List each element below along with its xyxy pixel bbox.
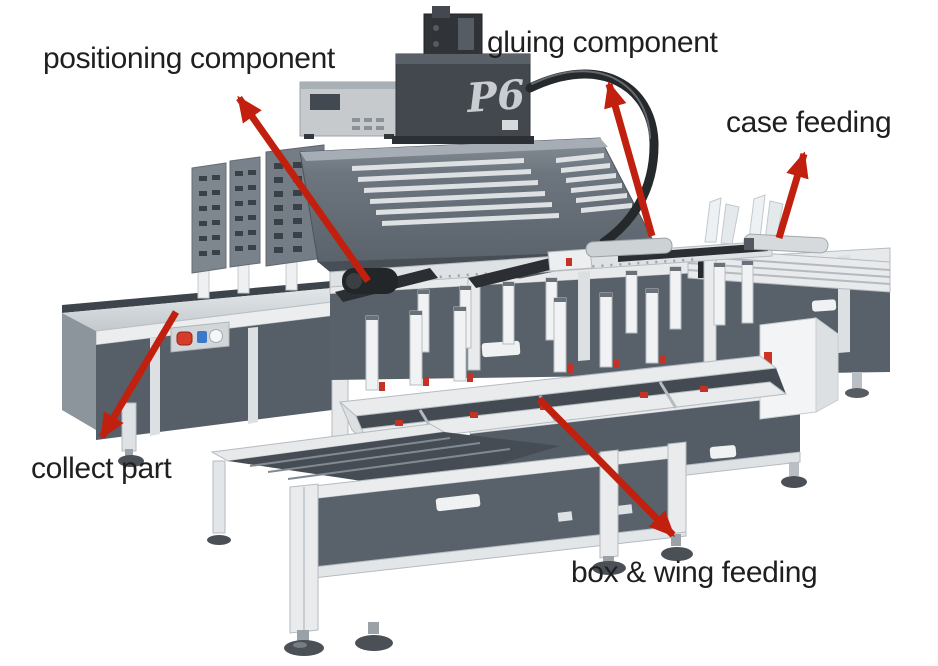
machine-foot — [845, 372, 869, 398]
label-case-feeding: case feeding — [726, 106, 892, 139]
panel-handle — [709, 445, 737, 459]
warning-sticker — [764, 352, 772, 370]
arrow-positioning-component — [236, 95, 371, 284]
panel-handle — [481, 299, 837, 358]
blue-button — [197, 331, 207, 343]
label-positioning-component: positioning component — [43, 42, 335, 75]
arrow-case-feeding — [775, 151, 809, 239]
controller-screen — [310, 94, 340, 110]
machine-foot — [781, 462, 807, 488]
machine-foot — [355, 622, 393, 651]
glue-controller — [299, 81, 399, 139]
hood-louvers — [352, 153, 632, 226]
case-feeding-hoppers — [704, 194, 829, 254]
gluing-unit: P6 — [299, 6, 659, 247]
machine-foot — [661, 534, 693, 561]
p6-logo: P6 — [464, 71, 526, 122]
p6-glue-machine: P6 — [392, 53, 534, 144]
control-button-panel — [170, 321, 230, 353]
box-wing-fixture-platform — [338, 260, 788, 445]
label-gluing-component: gluing component — [487, 26, 718, 59]
positioning-camera-unit — [342, 268, 398, 294]
collect-table-leg — [118, 402, 144, 467]
glue-applicator — [423, 6, 483, 61]
vent-slots — [199, 162, 302, 256]
panel-handle — [435, 493, 481, 512]
machine-foot — [284, 630, 324, 656]
arrow-box-wing-feeding — [536, 396, 676, 538]
annotation-arrows — [98, 81, 809, 538]
emergency-stop-button — [176, 331, 193, 346]
glue-hose — [525, 69, 659, 247]
machine-foot — [592, 556, 626, 575]
arrow-gluing-component — [604, 81, 656, 237]
label-box-wing-feeding: box & wing feeding — [571, 556, 818, 589]
fixture-posts — [365, 260, 754, 426]
arrow-collect-part — [98, 310, 180, 440]
front-lower-table — [207, 423, 693, 656]
label-collect-part: collect part — [31, 452, 172, 485]
gantry-positioning-rails — [329, 237, 773, 302]
white-button — [209, 329, 223, 343]
